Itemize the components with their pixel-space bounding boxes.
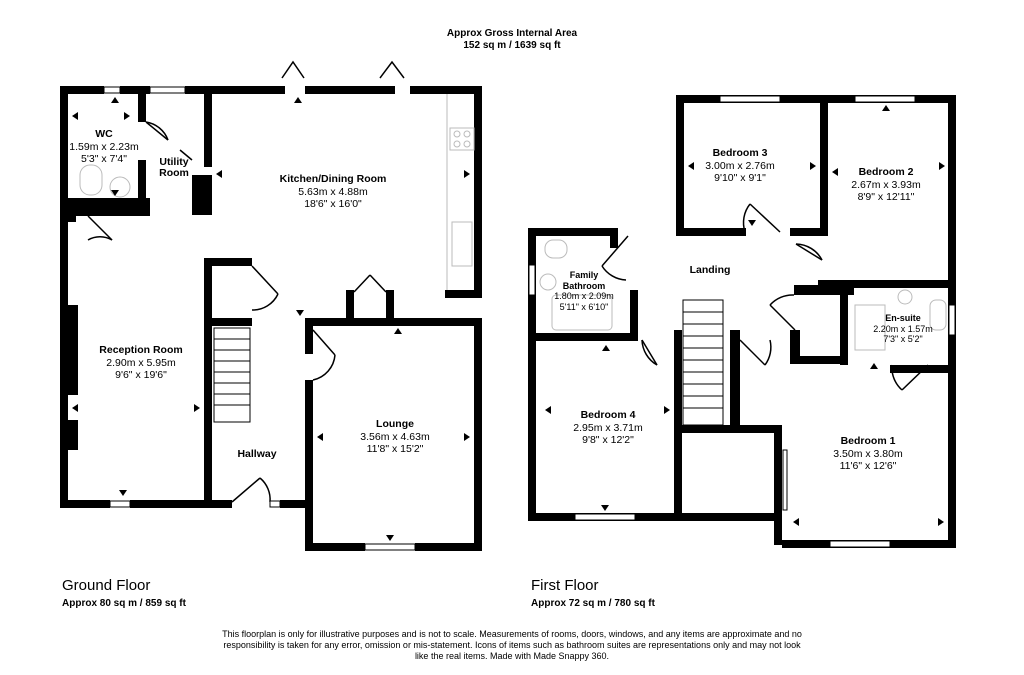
room-label-reception-room: Reception Room 2.90m x 5.95m 9'6" x 19'6… <box>99 344 183 381</box>
gross-area-value: 152 sq m / 1639 sq ft <box>463 40 561 51</box>
room-label-kitchen-dining-room: Kitchen/Dining Room 5.63m x 4.88m 18'6" … <box>279 173 387 210</box>
room-label-bedroom-4: Bedroom 4 2.95m x 3.71m 9'8" x 12'2" <box>573 409 643 446</box>
room-label-utility-room: Utility Room <box>159 156 189 179</box>
room-label-bedroom-1: Bedroom 1 3.50m x 3.80m 11'6" x 12'6" <box>833 435 903 472</box>
first-floor-stairs <box>682 299 724 426</box>
first-floor-walls <box>528 95 956 548</box>
room-label-family-bathroom: Family Bathroom 1.80m x 2.09m 5'11" x 6'… <box>554 270 614 312</box>
bathroom-fixtures <box>539 239 947 351</box>
dimension-markers <box>72 97 945 541</box>
room-label-bedroom-3: Bedroom 3 3.00m x 2.76m 9'10" x 9'1" <box>705 147 775 184</box>
ground-floor-stairs <box>213 327 251 423</box>
gross-area-title: Approx Gross Internal Area <box>446 28 578 39</box>
kitchen-fixtures <box>79 94 475 290</box>
room-label-en-suite: En-suite 2.20m x 1.57m 7'3" x 5'2" <box>873 313 933 344</box>
ground-floor-windows <box>103 86 416 551</box>
room-label-hallway: Hallway <box>237 448 277 460</box>
room-label-landing: Landing <box>689 264 731 276</box>
first-floor-title: First Floor <box>531 577 599 594</box>
room-label-lounge: Lounge 3.56m x 4.63m 11'8" x 15'2" <box>360 418 430 455</box>
gross-area-header: Approx Gross Internal Area 152 sq m / 16… <box>0 28 1024 52</box>
room-label-wc: WC 1.59m x 2.23m 5'3" x 7'4" <box>69 128 139 165</box>
ground-floor-walls <box>60 86 482 551</box>
disclaimer-text: This floorplan is only for illustrative … <box>222 629 802 661</box>
ground-floor-title: Ground Floor <box>62 577 151 594</box>
first-floor-doors <box>601 203 929 391</box>
ground-floor-area: Approx 80 sq m / 859 sq ft <box>62 598 186 609</box>
ground-floor-doors <box>87 60 405 503</box>
room-label-bedroom-2: Bedroom 2 2.67m x 3.93m 8'9" x 12'11" <box>851 166 921 203</box>
first-floor-area: Approx 72 sq m / 780 sq ft <box>531 598 655 609</box>
first-floor-windows <box>528 95 956 548</box>
